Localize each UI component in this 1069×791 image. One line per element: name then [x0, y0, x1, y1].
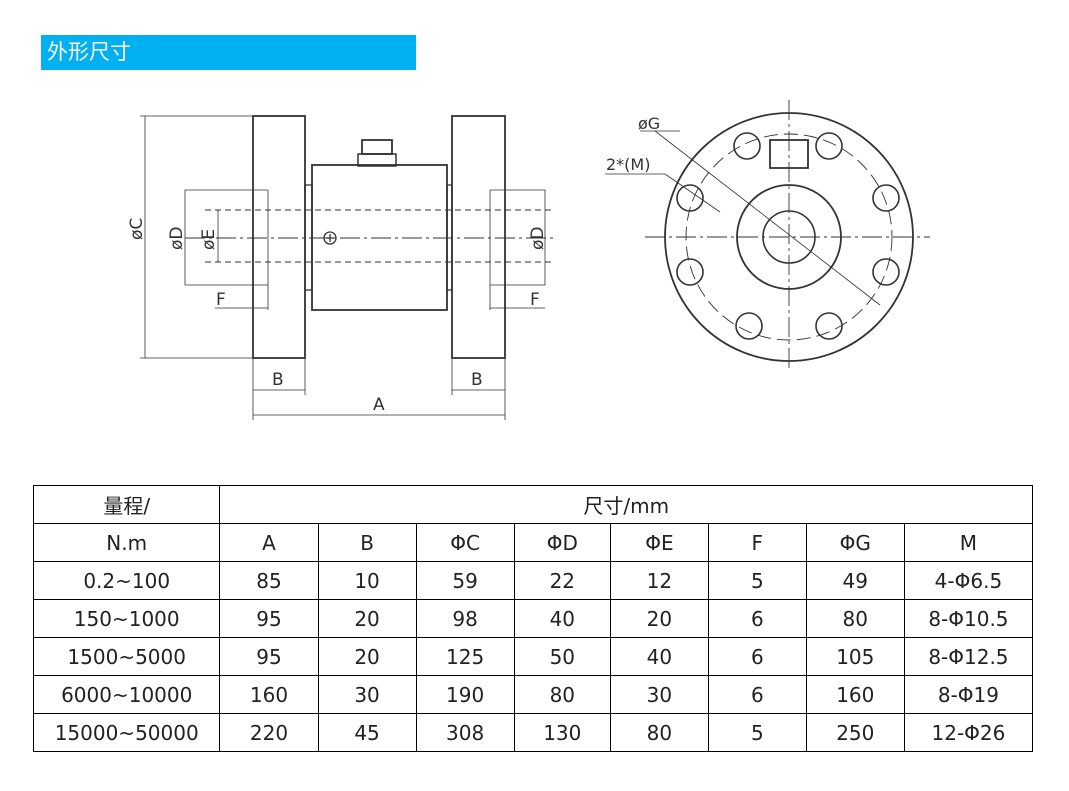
- table-cell: 6: [707, 637, 807, 676]
- table-cell: 50: [513, 637, 611, 676]
- table-cell: 80: [609, 713, 709, 752]
- column-header: M: [903, 523, 1034, 562]
- table-cell: 12: [609, 561, 709, 600]
- table-header-row: 量程/ 尺寸/mm: [32, 485, 1033, 524]
- column-header: ΦG: [805, 523, 905, 562]
- range-cell: 15000~50000: [32, 713, 221, 752]
- table-cell: 59: [415, 561, 515, 600]
- table-cell: 12-Φ26: [903, 713, 1034, 752]
- range-cell: 150~1000: [32, 599, 221, 638]
- dimension-drawing: øC øD øE øD F F B B A øG 2*(M): [127, 100, 930, 420]
- label-a: A: [373, 395, 385, 415]
- label-d-left: øD: [167, 227, 187, 251]
- table-cell: 160: [219, 675, 319, 714]
- table-cell: 85: [219, 561, 319, 600]
- table-cell: 20: [609, 599, 709, 638]
- column-header: ΦD: [513, 523, 611, 562]
- table-cell: 30: [609, 675, 709, 714]
- dimension-header: 尺寸/mm: [219, 485, 1033, 524]
- table-cell: 220: [219, 713, 319, 752]
- table-cell: 308: [415, 713, 515, 752]
- label-d-right: øD: [528, 227, 548, 251]
- label-c: øC: [127, 218, 147, 240]
- table-cell: 45: [317, 713, 417, 752]
- label-f-left: F: [216, 290, 226, 310]
- table-cell: 130: [513, 713, 611, 752]
- table-cell: 6: [707, 675, 807, 714]
- table-cell: 6: [707, 599, 807, 638]
- table-cell: 95: [219, 599, 319, 638]
- column-header: B: [317, 523, 417, 562]
- column-header: A: [219, 523, 319, 562]
- label-b-right: B: [471, 370, 483, 390]
- side-view: øC øD øE øD F F B B A: [127, 115, 555, 420]
- column-header: F: [707, 523, 807, 562]
- table-cell: 190: [415, 675, 515, 714]
- table-cell: 22: [513, 561, 611, 600]
- table-cell: 10: [317, 561, 417, 600]
- column-header: ΦE: [609, 523, 709, 562]
- range-unit: N.m: [32, 523, 221, 562]
- table-cell: 105: [805, 637, 905, 676]
- front-connector-icon: [769, 139, 809, 169]
- table-cell: 250: [805, 713, 905, 752]
- label-f-right: F: [530, 290, 540, 310]
- front-view: øG 2*(M): [605, 100, 930, 370]
- table-cell: 5: [707, 713, 807, 752]
- table-cell: 5: [707, 561, 807, 600]
- range-cell: 0.2~100: [32, 561, 221, 600]
- range-cell: 6000~10000: [32, 675, 221, 714]
- table-cell: 80: [513, 675, 611, 714]
- table-cell: 98: [415, 599, 515, 638]
- column-header: ΦC: [415, 523, 515, 562]
- label-m: 2*(M): [606, 155, 650, 174]
- table-cell: 80: [805, 599, 905, 638]
- table-cell: 30: [317, 675, 417, 714]
- range-header: 量程/: [32, 485, 221, 524]
- label-e: øE: [199, 229, 219, 250]
- table-cell: 20: [317, 599, 417, 638]
- label-g: øG: [638, 114, 660, 133]
- table-cell: 20: [317, 637, 417, 676]
- table-cell: 125: [415, 637, 515, 676]
- connector-icon: [357, 139, 397, 167]
- table-cell: 49: [805, 561, 905, 600]
- table-cell: 8-Φ12.5: [903, 637, 1034, 676]
- table-cell: 95: [219, 637, 319, 676]
- table-cell: 8-Φ10.5: [903, 599, 1034, 638]
- label-b-left: B: [272, 370, 284, 390]
- table-cell: 40: [609, 637, 709, 676]
- table-cell: 4-Φ6.5: [903, 561, 1034, 600]
- table-cell: 160: [805, 675, 905, 714]
- range-cell: 1500~5000: [32, 637, 221, 676]
- section-title: 外形尺寸: [41, 35, 416, 70]
- table-cell: 8-Φ19: [903, 675, 1034, 714]
- table-cell: 40: [513, 599, 611, 638]
